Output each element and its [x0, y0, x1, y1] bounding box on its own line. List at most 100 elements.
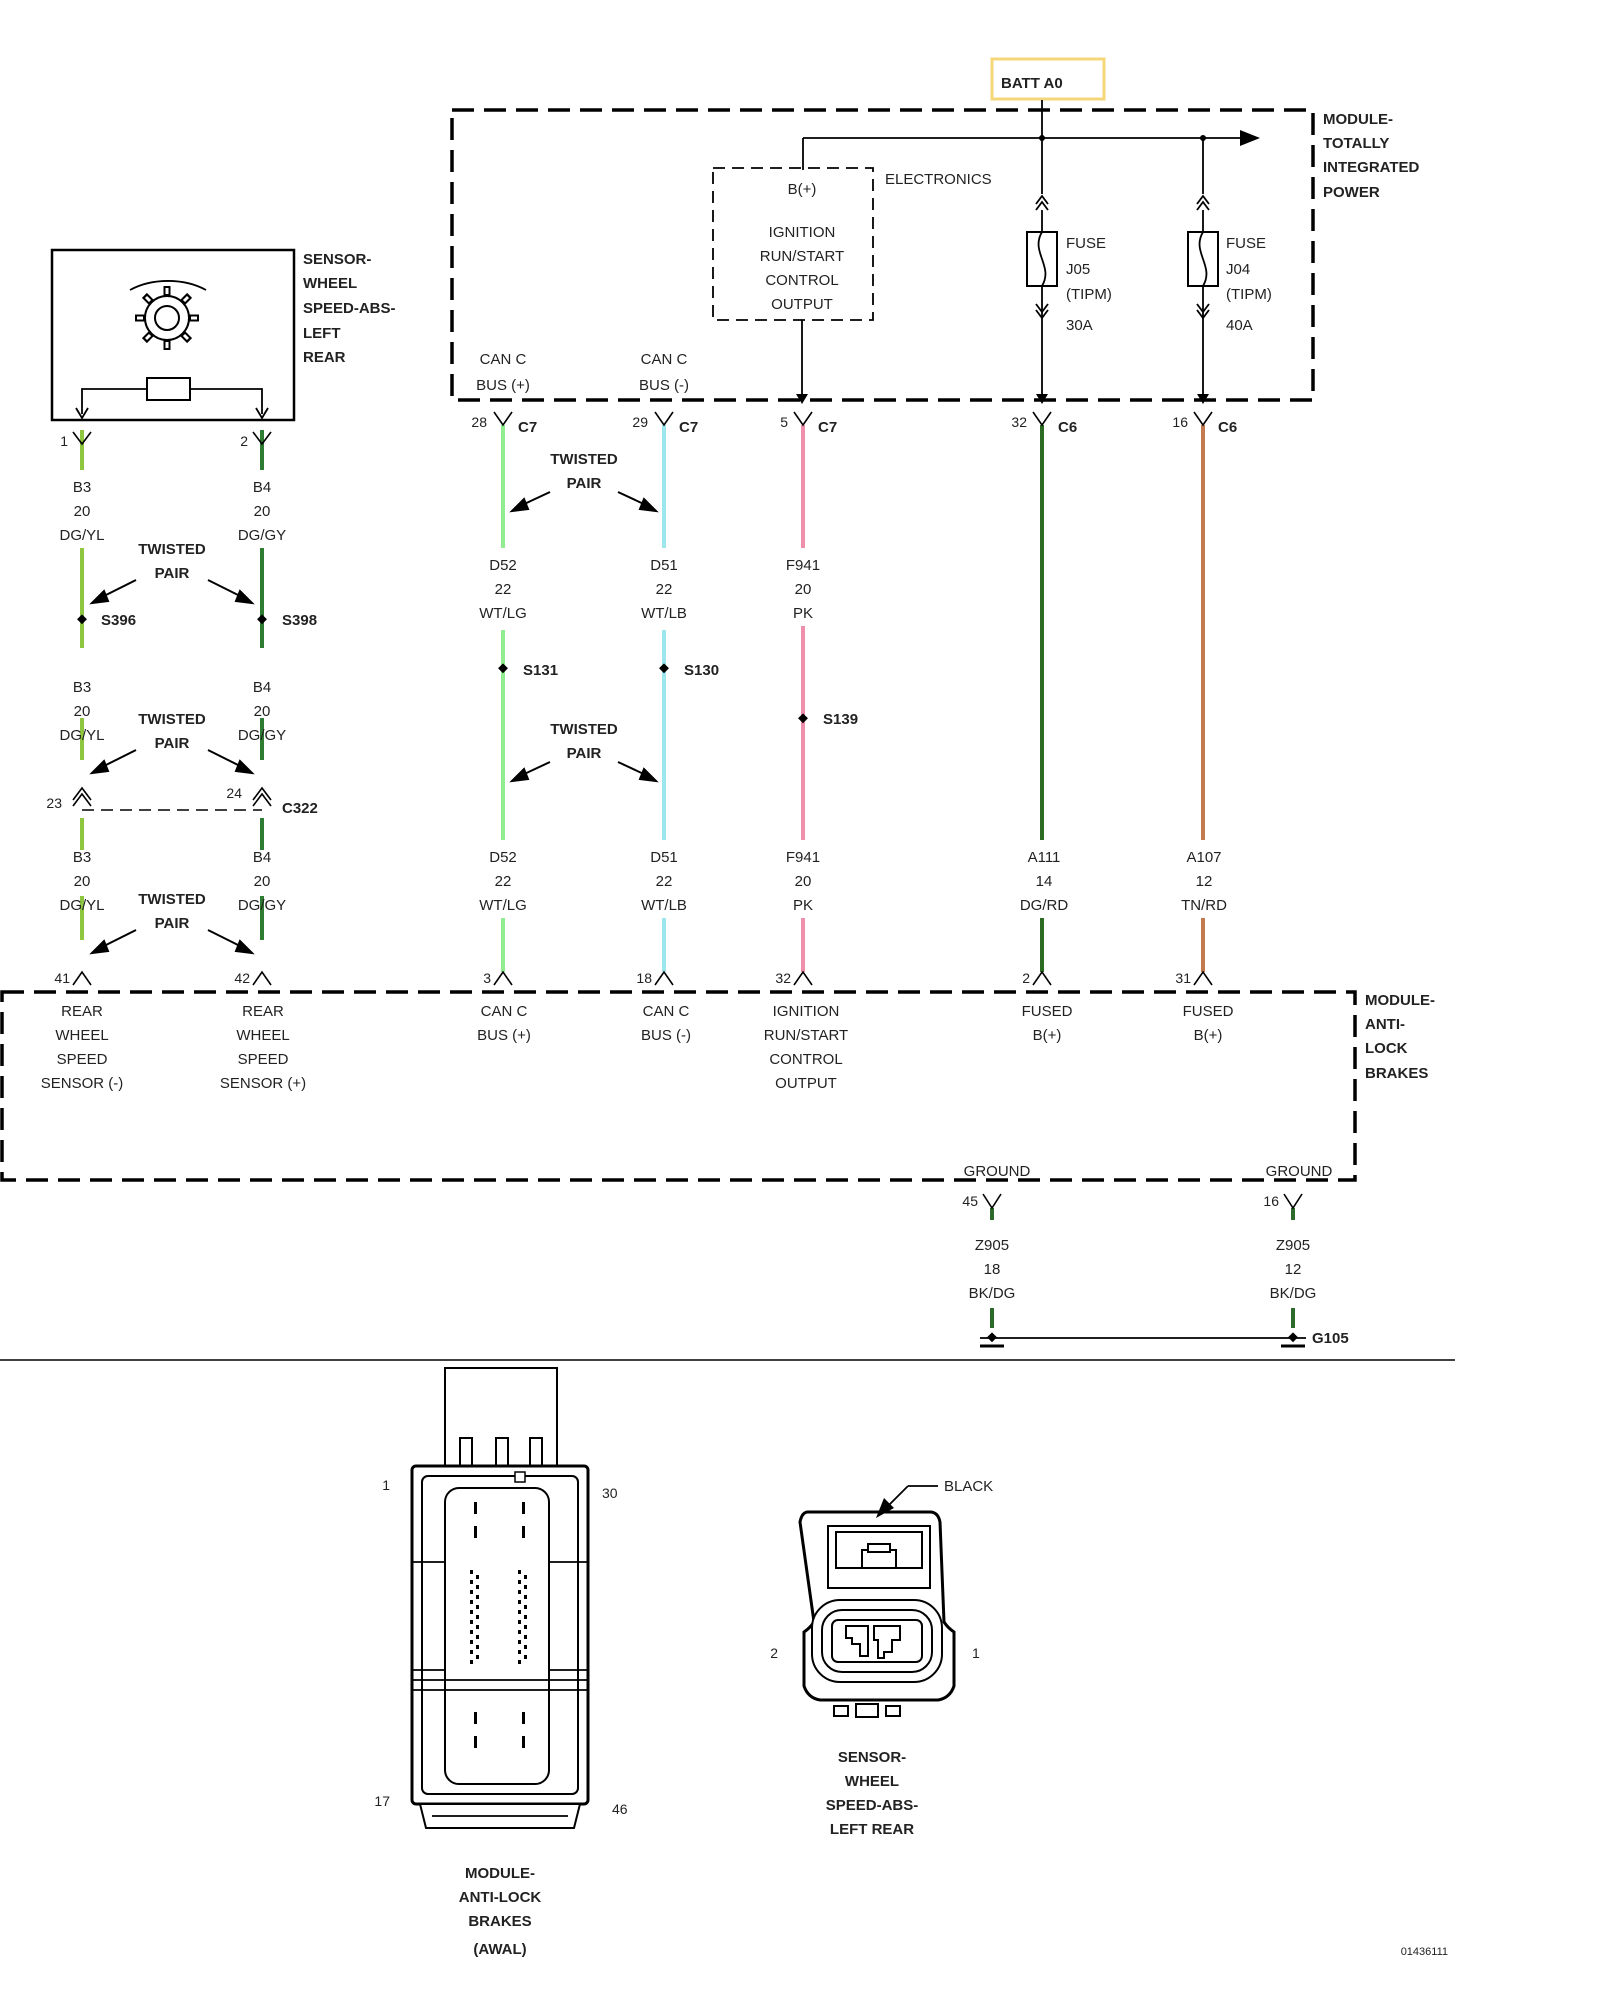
b4-label-1c: DG/GY [238, 527, 286, 544]
tipm-title-4: POWER [1323, 184, 1380, 201]
sensor-title-3: SPEED-ABS- [303, 300, 396, 317]
a111-label-b: 14 [1036, 873, 1053, 890]
abs-pin-31: 31 [1175, 970, 1191, 986]
sensor-view-pin-1: 1 [972, 1645, 980, 1661]
tp1-line-1: TWISTED [138, 541, 206, 558]
electronics-bplus: B(+) [788, 181, 817, 198]
abs-label-3-1: CAN C [481, 1003, 528, 1020]
abs-label-18-2: BUS (-) [641, 1027, 691, 1044]
fuse-j04-line-4: 40A [1226, 317, 1253, 334]
abs-label-31-1: FUSED [1183, 1003, 1234, 1020]
tipm-can-plus-2: BUS (+) [476, 377, 530, 394]
fuse-j05-line-2: J05 [1066, 261, 1090, 278]
abs-label-3-2: BUS (+) [477, 1027, 531, 1044]
ground-point-g105: G105 [1312, 1330, 1349, 1347]
f941-label-1b: 20 [795, 581, 812, 598]
abs-pin-2: 2 [1022, 970, 1030, 986]
top-connectors: 28 C7 29 C7 5 C7 32 C6 16 C6 1 2 [60, 411, 1237, 449]
c322-pin-24: 24 [226, 785, 242, 801]
tipm-title-3: INTEGRATED [1323, 159, 1420, 176]
sensor-element [146, 377, 191, 401]
a111-label-c: DG/RD [1020, 897, 1069, 914]
z905a-label-b: 18 [984, 1261, 1001, 1278]
splice-s398: S398 [282, 612, 317, 629]
d52-label-1c: WT/LG [479, 605, 527, 622]
sensor-view-caption-1: SENSOR- [838, 1749, 906, 1766]
twisted-pairs: TWISTED PAIR TWISTED PAIR TWISTED PAIR T… [89, 451, 659, 955]
b4-label-2c: DG/GY [238, 727, 286, 744]
f941-label-1c: PK [793, 605, 813, 622]
abs-title-3: LOCK [1365, 1040, 1408, 1057]
d51-label-2a: D51 [650, 849, 678, 866]
conn-c7-c: C7 [818, 419, 837, 436]
electronics-box [712, 167, 874, 321]
f941-label-2c: PK [793, 897, 813, 914]
b4-label-2a: B4 [253, 679, 271, 696]
z905a-label-a: Z905 [975, 1237, 1009, 1254]
abs-label-32-2: RUN/START [764, 1027, 848, 1044]
b3-label-3b: 20 [74, 873, 91, 890]
sensor-title-5: REAR [303, 349, 346, 366]
abs-label-41-2: WHEEL [55, 1027, 108, 1044]
b3-label-2b: 20 [74, 703, 91, 720]
ground-pin-16: 16 [1263, 1193, 1279, 1209]
abs-view-caption-1: MODULE- [465, 1865, 535, 1882]
abs-title-2: ANTI- [1365, 1016, 1405, 1033]
conn-c7-a: C7 [518, 419, 537, 436]
b3-label-1c: DG/YL [59, 527, 104, 544]
ground-label-1: GROUND [964, 1163, 1031, 1180]
gear-icon [129, 280, 207, 291]
splice-s396: S396 [101, 612, 136, 629]
conn-c7-b: C7 [679, 419, 698, 436]
sensor-module: SENSOR- WHEEL SPEED-ABS- LEFT REAR [50, 248, 396, 422]
pin-28: 28 [471, 414, 487, 430]
sensor-pin-1: 1 [60, 433, 68, 449]
conn-c6-b: C6 [1218, 419, 1237, 436]
abs-view-pin-1: 1 [382, 1477, 390, 1493]
b4-label-3a: B4 [253, 849, 271, 866]
tp4-line-1: TWISTED [550, 451, 618, 468]
z905b-label-b: 12 [1285, 1261, 1302, 1278]
abs-label-41-4: SENSOR (-) [41, 1075, 124, 1092]
abs-module: MODULE- ANTI- LOCK BRAKES REAR WHEEL SPE… [0, 990, 1435, 1182]
z905a-label-c: BK/DG [969, 1285, 1016, 1302]
a107-label-a: A107 [1186, 849, 1221, 866]
tp3-line-2: PAIR [155, 915, 190, 932]
tp5-line-1: TWISTED [550, 721, 618, 738]
b3-label-2c: DG/YL [59, 727, 104, 744]
figure-id: 01436111 [1401, 1946, 1448, 1958]
fuse-j04-line-1: FUSE [1226, 235, 1266, 252]
b4-label-1a: B4 [253, 479, 271, 496]
splices: S396 S398 S131 S130 S139 [77, 612, 858, 728]
pin-16-top: 16 [1172, 414, 1188, 430]
sensor-title-2: WHEEL [303, 275, 357, 292]
tipm-can-plus-1: CAN C [480, 351, 527, 368]
fuse-j04-line-2: J04 [1226, 261, 1250, 278]
electronics-line-4: OUTPUT [771, 296, 833, 313]
abs-label-41-1: REAR [61, 1003, 103, 1020]
abs-pin-41: 41 [54, 970, 70, 986]
tp3-line-1: TWISTED [138, 891, 206, 908]
b4-label-1b: 20 [254, 503, 271, 520]
z905b-label-a: Z905 [1276, 1237, 1310, 1254]
fuse-j05-line-1: FUSE [1066, 235, 1106, 252]
sensor-view-caption-2: WHEEL [845, 1773, 899, 1790]
tipm-can-minus-1: CAN C [641, 351, 688, 368]
tp4-line-2: PAIR [567, 475, 602, 492]
z905b-label-c: BK/DG [1270, 1285, 1317, 1302]
abs-label-42-1: REAR [242, 1003, 284, 1020]
abs-label-42-2: WHEEL [236, 1027, 289, 1044]
abs-label-32-4: OUTPUT [775, 1075, 837, 1092]
abs-label-42-4: SENSOR (+) [220, 1075, 306, 1092]
abs-label-2-1: FUSED [1022, 1003, 1073, 1020]
splice-s131: S131 [523, 662, 558, 679]
abs-view-pin-30: 30 [602, 1485, 618, 1501]
tp5-line-2: PAIR [567, 745, 602, 762]
d52-label-2b: 22 [495, 873, 512, 890]
abs-label-32-3: CONTROL [769, 1051, 842, 1068]
abs-title-1: MODULE- [1365, 992, 1435, 1009]
tp2-line-1: TWISTED [138, 711, 206, 728]
tp1-line-2: PAIR [155, 565, 190, 582]
electronics-line-2: RUN/START [760, 248, 844, 265]
